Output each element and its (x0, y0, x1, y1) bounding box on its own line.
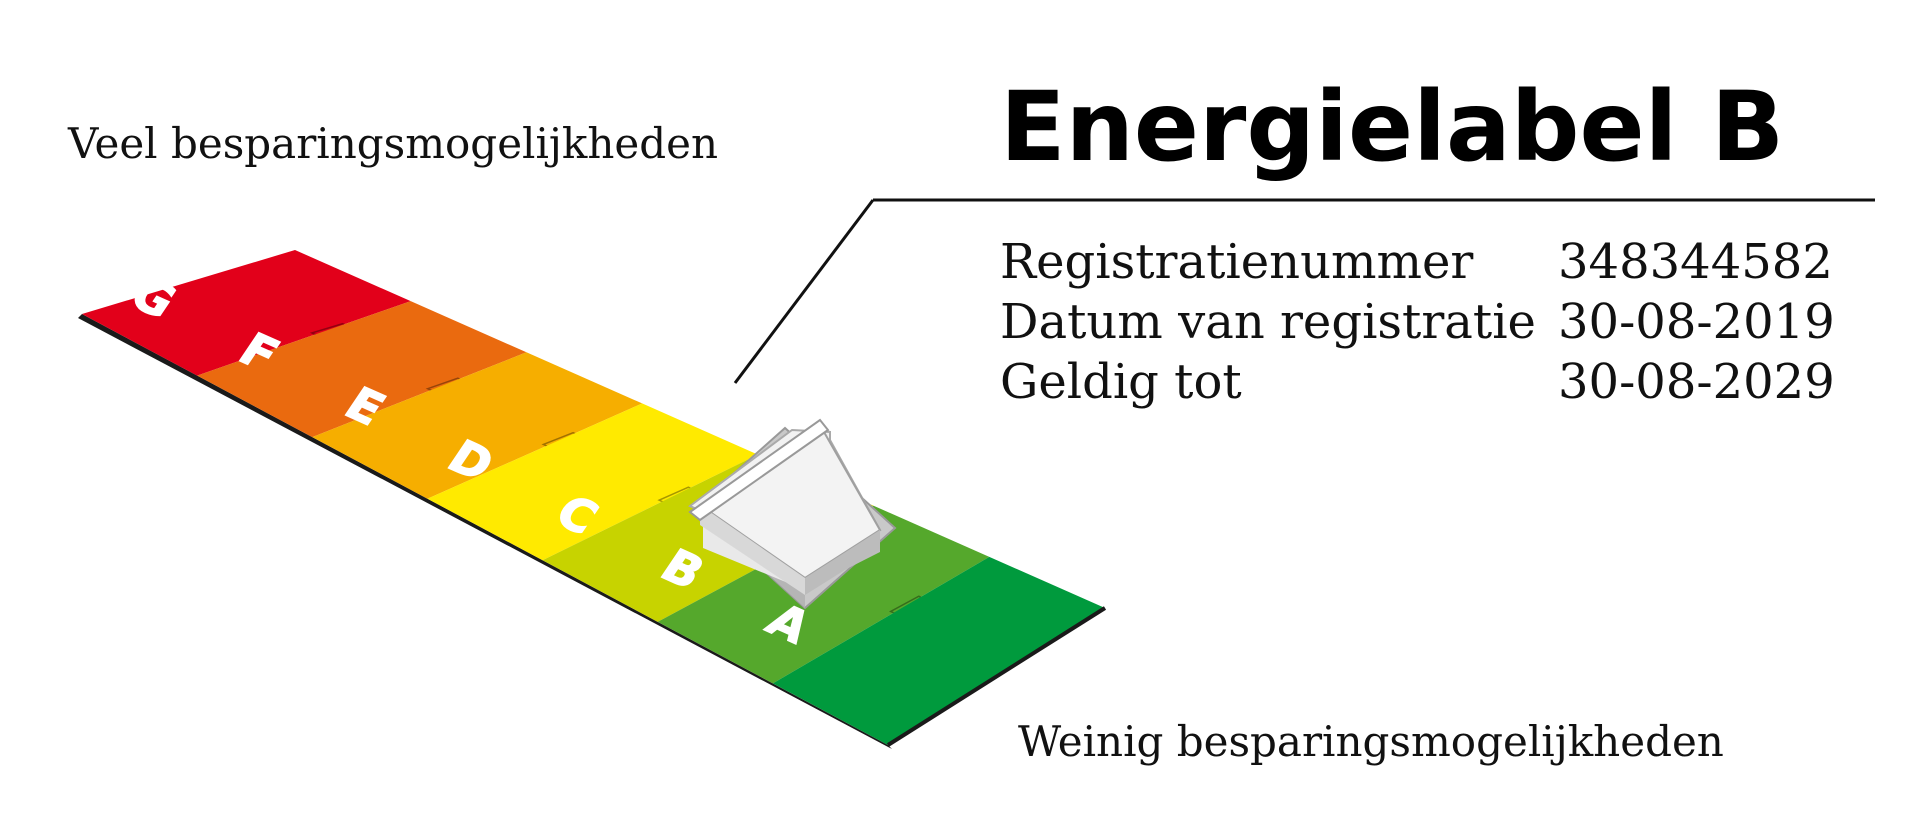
energy-band-a (772, 556, 1105, 745)
strip-end-edge (886, 606, 1107, 747)
bottom-right-caption: Weinig besparingsmogelijkheden (1018, 717, 1724, 766)
top-left-caption: Veel besparingsmogelijkheden (67, 119, 718, 168)
energy-band-b (657, 505, 990, 684)
strip-shadow-edge (78, 314, 892, 749)
detail-value-valid-until: 30-08-2029 (1558, 354, 1835, 410)
energy-band-f (197, 301, 527, 438)
detail-value-registration-date: 30-08-2019 (1558, 294, 1835, 350)
label-title: Energielabel B (1000, 71, 1784, 183)
house-icon (688, 418, 897, 610)
detail-value-registration-number: 348344582 (1558, 234, 1833, 290)
detail-key-valid-until: Geldig tot (1000, 354, 1242, 410)
energy-band-d (427, 403, 758, 561)
energy-band-e (312, 352, 643, 499)
detail-key-registration-date: Datum van registratie (1000, 294, 1536, 350)
energy-band-g (82, 250, 411, 376)
pointer-line (733, 199, 875, 384)
details-table: Registratienummer 348344582 Datum van re… (1000, 234, 1835, 410)
detail-key-registration-number: Registratienummer (1000, 234, 1473, 290)
